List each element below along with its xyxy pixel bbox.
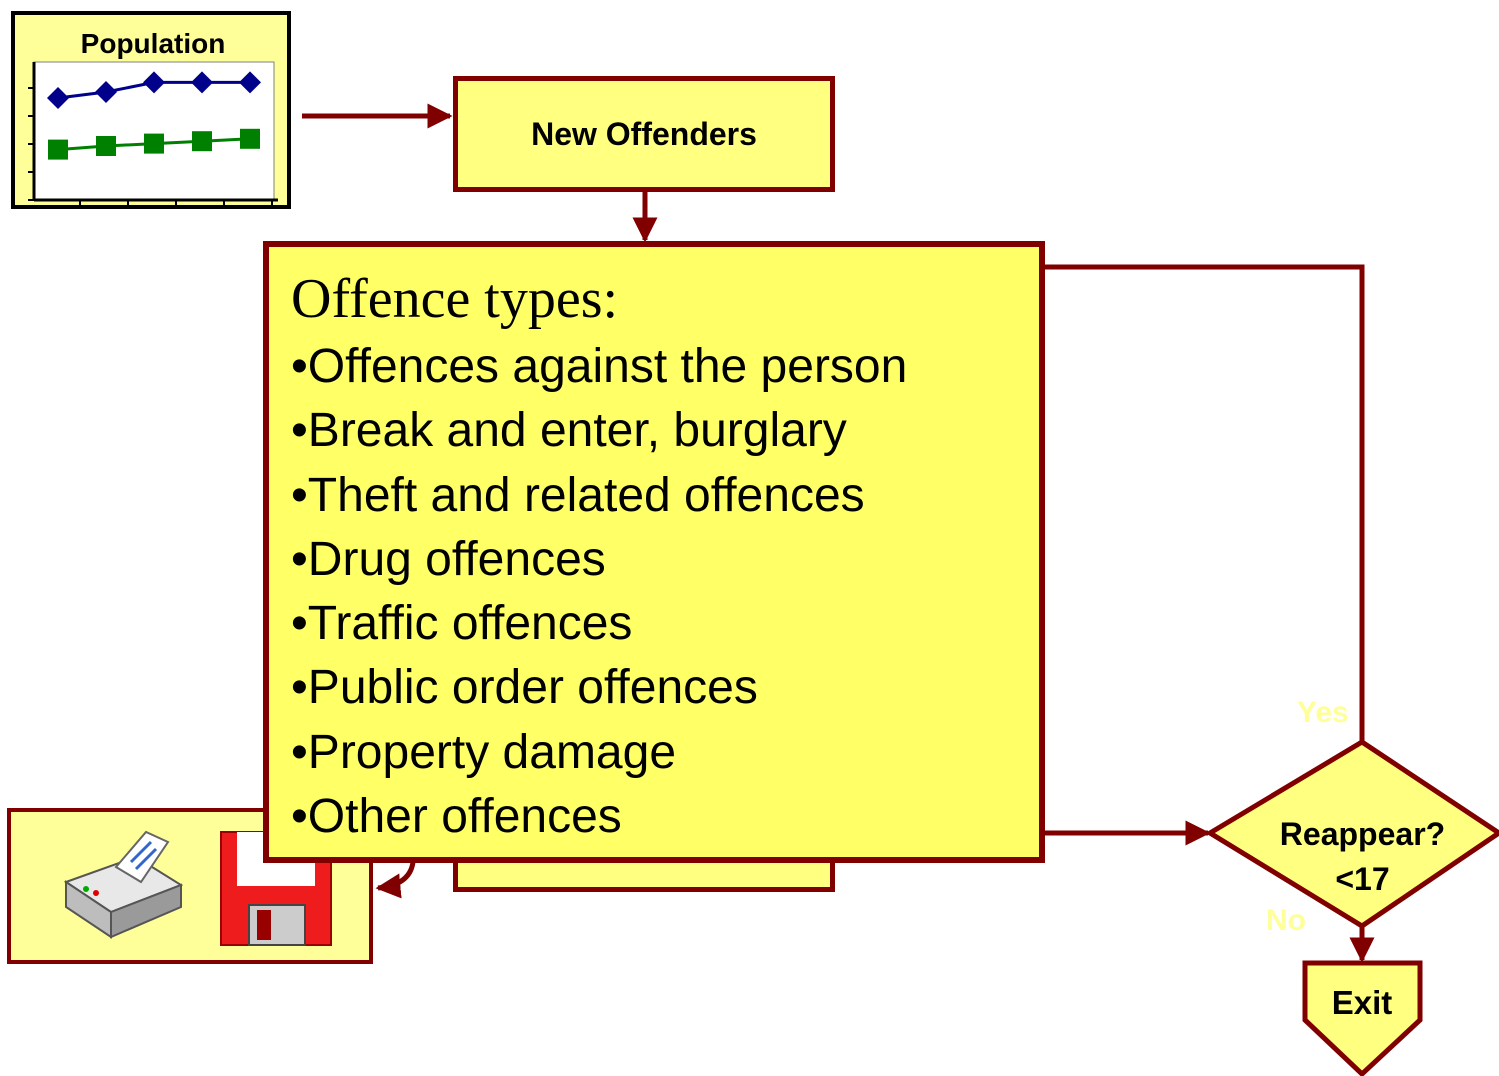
offence-type-item: •Other offences bbox=[291, 790, 622, 844]
new-offenders-label: New Offenders bbox=[531, 115, 757, 152]
offence-type-item: •Drug offences bbox=[291, 532, 606, 586]
exit-label: Exit bbox=[1331, 984, 1393, 1021]
decision-condition: <17 bbox=[1335, 861, 1390, 897]
printer-icon bbox=[63, 830, 184, 939]
chart-data-point bbox=[192, 131, 212, 152]
offence-type-item: •Traffic offences bbox=[291, 597, 633, 651]
chart-data-point bbox=[144, 133, 164, 154]
new-offenders-box: New Offenders bbox=[453, 76, 835, 192]
arrow-yes-loop bbox=[1045, 264, 1365, 742]
no-label: No bbox=[1266, 904, 1306, 937]
decision-label: Reappear? <17 bbox=[1250, 812, 1475, 902]
decision-diamond bbox=[1205, 739, 1499, 929]
yes-label: Yes bbox=[1297, 696, 1349, 729]
population-chart-title: Population bbox=[80, 28, 226, 59]
offence-type-item: •Theft and related offences bbox=[291, 468, 865, 522]
arrow-to-output bbox=[375, 861, 416, 899]
chart-data-point bbox=[143, 71, 165, 94]
offence-types-list: •Offences against the person •Break and … bbox=[291, 335, 1039, 849]
chart-data-point bbox=[48, 139, 68, 160]
offence-types-box: Offence types: •Offences against the per… bbox=[263, 241, 1045, 863]
offence-type-item: •Public order offences bbox=[291, 661, 758, 715]
decision-question: Reappear? bbox=[1279, 816, 1446, 852]
chart-data-point bbox=[47, 87, 69, 109]
population-chart bbox=[28, 61, 278, 205]
chart-data-point bbox=[240, 128, 260, 149]
chart-data-point bbox=[239, 71, 261, 94]
chart-data-point bbox=[191, 71, 213, 94]
page-title: Model bbox=[560, 0, 880, 10]
chart-data-point bbox=[95, 81, 117, 103]
offence-type-item: •Property damage bbox=[291, 725, 677, 779]
offence-types-title: Offence types: bbox=[291, 268, 619, 330]
offence-type-item: •Offences against the person bbox=[291, 340, 908, 393]
output-box bbox=[7, 808, 373, 964]
chart-data-point bbox=[96, 136, 116, 156]
exit-shape bbox=[1302, 960, 1423, 1076]
offence-type-item: •Break and enter, burglary bbox=[291, 404, 847, 458]
